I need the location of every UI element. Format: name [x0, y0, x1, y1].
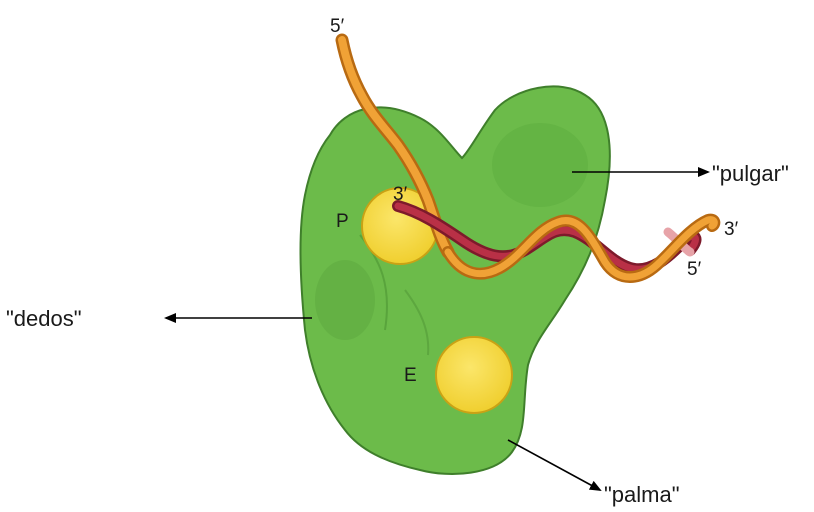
site-e-circle — [436, 337, 512, 413]
thumb-lobe-shade — [492, 123, 588, 207]
finger-lobe-shade — [315, 260, 375, 340]
strand-right-5-label: 5′ — [687, 259, 702, 280]
palm-label: "palma" — [604, 482, 680, 507]
palm-arrow — [508, 440, 600, 490]
strand-inner-3-label: 3′ — [393, 184, 408, 205]
site-p-label: P — [336, 211, 349, 232]
site-e-label: E — [404, 365, 417, 386]
strand-right-3-label: 3′ — [724, 219, 739, 240]
thumb-label: "pulgar" — [712, 161, 789, 186]
strand-top-5-label: 5′ — [330, 16, 345, 37]
fingers-label: "dedos" — [6, 306, 82, 331]
